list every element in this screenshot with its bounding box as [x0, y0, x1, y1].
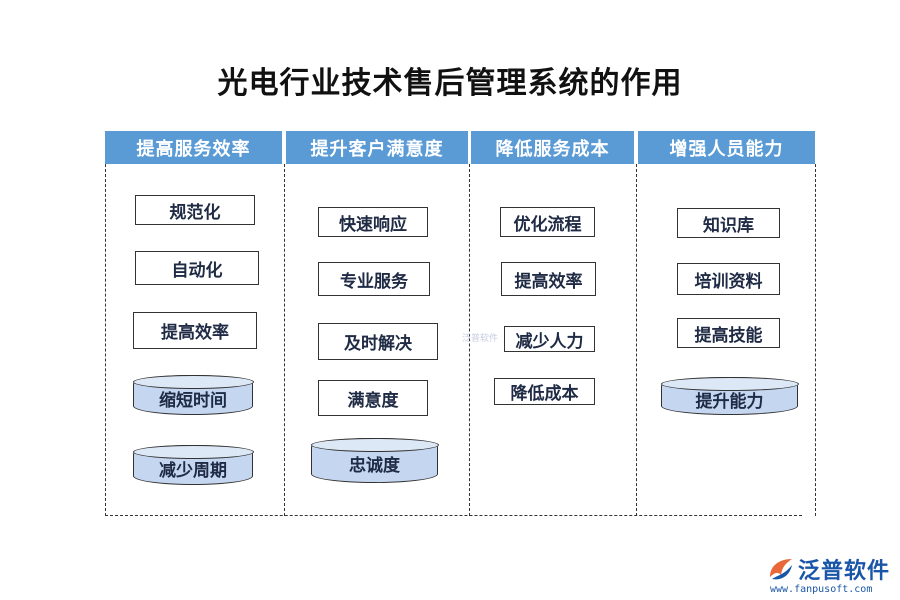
- node-box: 专业服务: [318, 262, 430, 296]
- node-box: 知识库: [677, 208, 780, 238]
- column-header-customer-satisfaction: 提升客户满意度: [286, 131, 468, 164]
- logo-url: www.fanpusoft.com: [770, 584, 873, 595]
- node-cylinder-label: 忠诚度: [349, 456, 400, 476]
- node-cylinder-label: 提升能力: [695, 391, 764, 412]
- node-cylinder-label: 减少周期: [159, 460, 227, 481]
- node-box: 规范化: [135, 195, 255, 225]
- node-box: 优化流程: [500, 207, 595, 237]
- watermark: 泛普软件: [462, 334, 499, 344]
- node-box: 满意度: [318, 380, 428, 416]
- node-cylinder-label: 缩短时间: [159, 390, 227, 411]
- node-cylinder: 缩短时间: [132, 374, 254, 415]
- node-box: 提高技能: [677, 318, 780, 348]
- diagram-title: 光电行业技术售后管理系统的作用: [217, 66, 683, 101]
- node-box: 自动化: [135, 251, 259, 285]
- node-box: 及时解决: [318, 323, 438, 360]
- divider-line: [815, 164, 816, 516]
- node-box: 减少人力: [504, 326, 595, 352]
- column-header-reduce-cost: 降低服务成本: [471, 131, 634, 164]
- node-box: 降低成本: [494, 378, 595, 405]
- node-cylinder: 减少周期: [132, 444, 254, 485]
- brand-logo: 泛普软件 www.fanpusoft.com: [766, 553, 896, 597]
- column-header-service-efficiency: 提高服务效率: [105, 131, 282, 164]
- logo-name: 泛普软件: [798, 559, 891, 584]
- divider-line: [469, 164, 470, 516]
- divider-line: [636, 164, 637, 516]
- node-cylinder: 提升能力: [660, 376, 799, 415]
- node-box: 培训资料: [677, 263, 780, 295]
- divider-line: [284, 164, 285, 516]
- fanpu-logo-icon: [770, 559, 792, 580]
- column-header-staff-ability: 增强人员能力: [638, 131, 815, 164]
- node-box: 提高效率: [133, 312, 257, 349]
- node-box: 快速响应: [318, 207, 428, 237]
- divider-line: [105, 164, 106, 516]
- node-cylinder: 忠诚度: [310, 437, 439, 483]
- bottom-divider-line: [105, 515, 802, 516]
- node-box: 提高效率: [501, 262, 596, 296]
